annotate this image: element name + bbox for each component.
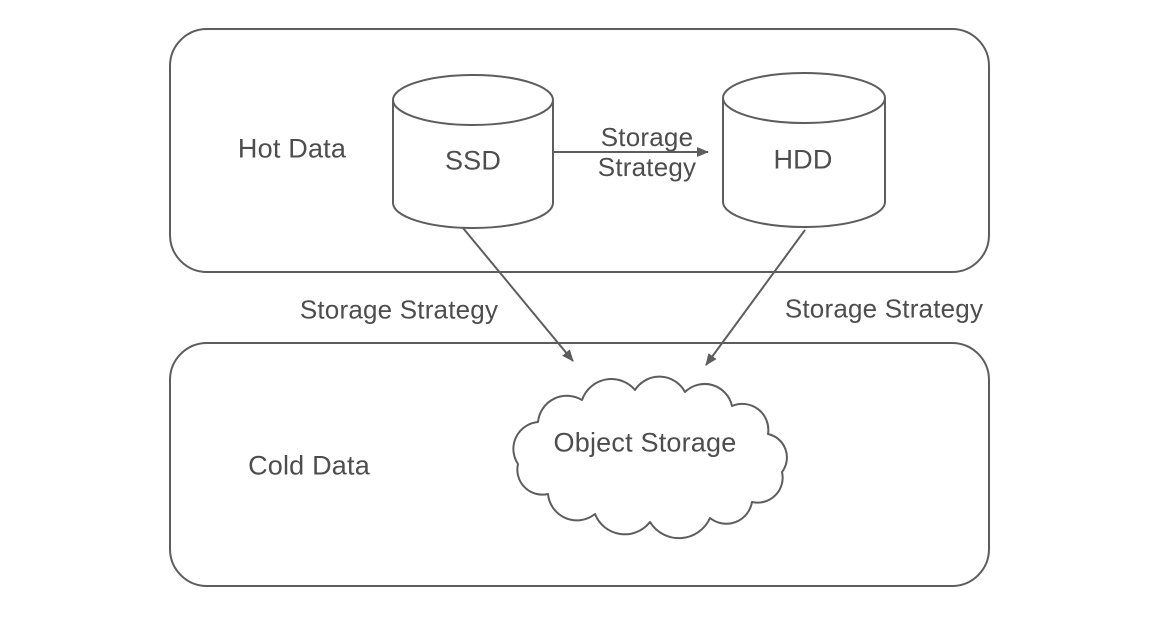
edge-label-hdd-object-storage: Storage Strategy bbox=[784, 293, 984, 324]
zone-cold-data bbox=[169, 342, 990, 587]
edge-label-ssd-hdd-line1: Storage bbox=[600, 122, 694, 152]
node-ssd-cylinder bbox=[392, 74, 554, 229]
zone-label-cold-data: Cold Data bbox=[248, 450, 370, 481]
edge-label-ssd-object-storage: Storage Strategy bbox=[299, 294, 499, 325]
node-label-ssd: SSD bbox=[444, 145, 502, 176]
edge-hdd-to-object-storage bbox=[705, 229, 806, 366]
zone-label-hot-data: Hot Data bbox=[237, 133, 347, 164]
edge-label-ssd-hdd-line2: Strategy bbox=[597, 152, 697, 182]
zone-hot-data bbox=[169, 28, 990, 273]
node-object-storage-cloud bbox=[512, 375, 788, 540]
node-label-hdd: HDD bbox=[773, 144, 833, 175]
edge-ssd-to-object-storage bbox=[462, 227, 574, 362]
node-hdd-cylinder bbox=[722, 72, 886, 228]
node-label-object-storage: Object Storage bbox=[553, 427, 737, 458]
